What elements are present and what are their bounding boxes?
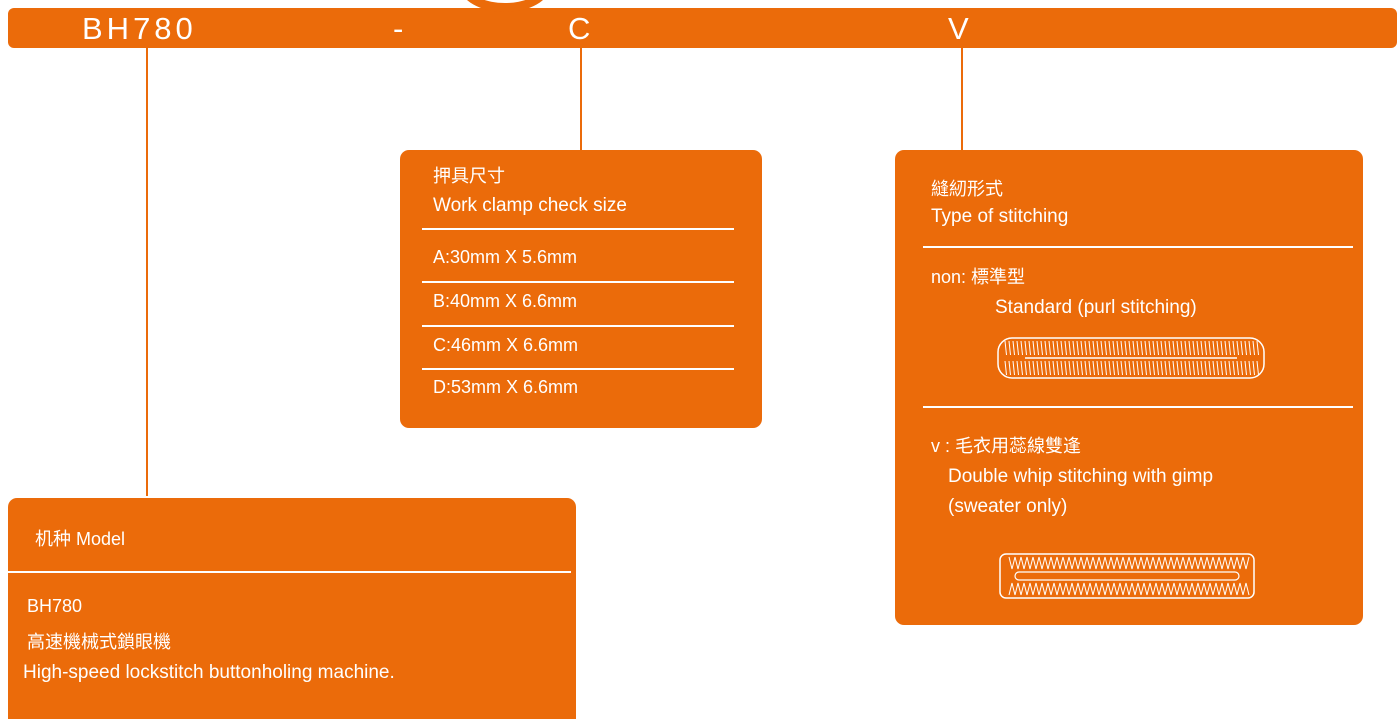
clamp-title-en: Work clamp check size — [433, 195, 627, 216]
model-divider — [8, 571, 571, 573]
clamp-option-d: D:53mm X 6.6mm — [433, 377, 579, 397]
clamp-title-zh: 押具尺寸 — [433, 166, 505, 186]
clamp-option-a: A:30mm X 5.6mm — [433, 247, 578, 267]
code-clamp: C — [568, 11, 595, 46]
stitch-title-en: Type of stitching — [931, 206, 1069, 227]
model-code: BH780 — [27, 596, 83, 616]
clamp-option-c: C:46mm X 6.6mm — [433, 335, 579, 355]
clamp-divider — [422, 368, 734, 370]
stitch-option-non-label: non: 標準型 — [931, 267, 1026, 287]
model-code-bar — [8, 8, 1397, 48]
clamp-divider — [422, 325, 734, 327]
clamp-option-b: B:40mm X 6.6mm — [433, 291, 578, 311]
model-panel: 机种 Model BH780 高速機械式鎖眼機 High-speed locks… — [8, 498, 576, 719]
purl-stitch-buttonhole-icon — [997, 337, 1265, 379]
stitch-option-non-desc: Standard (purl stitching) — [995, 297, 1197, 318]
connector-clamp — [580, 48, 582, 150]
code-model: BH780 — [82, 11, 197, 46]
model-name-en: High-speed lockstitch buttonholing machi… — [23, 662, 395, 683]
stitch-title-zh: 縫紉形式 — [931, 179, 1003, 199]
stitch-divider — [923, 246, 1353, 248]
code-stitch: V — [948, 11, 973, 46]
model-heading: 机种 Model — [35, 529, 126, 549]
stitch-divider — [923, 406, 1353, 408]
code-dash: - — [393, 11, 408, 46]
clamp-divider — [422, 281, 734, 283]
model-name-zh: 高速機械式鎖眼機 — [27, 632, 171, 652]
stitch-option-v-note: (sweater only) — [948, 496, 1068, 517]
stitch-type-panel: 縫紉形式 Type of stitching non: 標準型 Standard… — [895, 150, 1363, 625]
connector-model — [146, 48, 148, 496]
whip-stitch-buttonhole-icon — [999, 553, 1255, 599]
clamp-divider — [422, 228, 734, 230]
stitch-option-v-desc: Double whip stitching with gimp — [948, 466, 1214, 487]
stitch-option-v-label: v : 毛衣用蕊線雙逢 — [931, 436, 1082, 456]
clamp-size-panel: 押具尺寸 Work clamp check size A:30mm X 5.6m… — [400, 150, 762, 428]
connector-stitch — [961, 48, 963, 150]
